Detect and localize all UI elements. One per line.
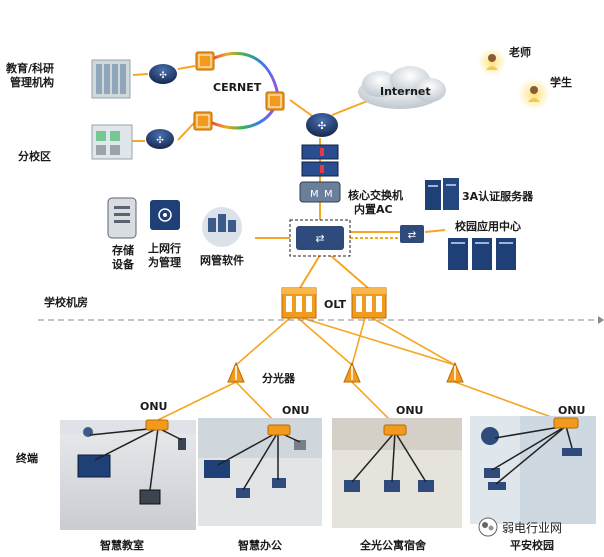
router-icon: ✣ <box>149 64 177 84</box>
onu-label-safe: ONU <box>558 404 586 417</box>
switch-icon: ⇄ <box>400 225 424 243</box>
school-room-label: 学校机房 <box>44 295 88 309</box>
watermark-text: 弱电行业网 <box>502 521 562 535</box>
splitter-label: 分光器 <box>262 371 296 385</box>
ac-controller-icon: M M <box>299 181 341 203</box>
branch-campus-building-icon <box>91 124 133 160</box>
storage-icon <box>107 197 137 239</box>
safe-campus-room <box>470 416 596 524</box>
nms-software-icon <box>202 207 242 247</box>
cernet-node-icon <box>193 111 213 131</box>
edu-admin-building-icon <box>91 59 131 99</box>
dorm-label: 全光公寓宿舍 <box>359 538 427 552</box>
core-switch-label: 核心交换机 内置AC <box>348 188 407 216</box>
aaa-server-icon <box>425 178 459 210</box>
storage-label: 存储 设备 <box>112 243 138 271</box>
student-icon <box>518 78 550 110</box>
app-server-rack-icon <box>448 238 516 270</box>
behavior-mgmt-label: 上网行 为管理 <box>148 241 185 269</box>
svg-text:✣: ✣ <box>159 71 167 81</box>
aaa-server-label: 3A认证服务器 <box>462 189 534 203</box>
onu-label-classroom: ONU <box>140 400 168 413</box>
svg-text:✣: ✣ <box>156 136 164 146</box>
svg-text:⇄: ⇄ <box>315 232 324 245</box>
router-icon: ✣ <box>146 129 174 149</box>
onu-label-dorm: ONU <box>396 404 424 417</box>
student-label: 学生 <box>550 75 572 89</box>
dorm-room <box>332 418 462 528</box>
internet-cloud-icon <box>358 66 446 109</box>
olt-icon <box>351 287 387 319</box>
terminal-label: 终端 <box>16 451 38 465</box>
svg-text:⇄: ⇄ <box>408 230 416 241</box>
smart-classroom-room <box>60 420 196 530</box>
svg-text:M: M <box>310 189 319 200</box>
smart-office-label: 智慧办公 <box>238 538 282 552</box>
watermark-logo-icon <box>478 517 498 537</box>
onu-device-icon <box>267 424 291 436</box>
splitter-icon <box>343 361 361 383</box>
smart-classroom-label: 智慧教室 <box>100 538 144 552</box>
edu-admin-label: 教育/科研 管理机构 <box>5 61 58 89</box>
branch-campus-label: 分校区 <box>18 149 51 163</box>
campus-app-center-label: 校园应用中心 <box>455 219 521 233</box>
olt-icon <box>281 287 317 319</box>
onu-label-office: ONU <box>282 404 310 417</box>
internet-label: Internet <box>380 85 431 98</box>
olt-label: OLT <box>324 298 347 311</box>
teacher-icon <box>478 48 506 76</box>
onu-device-icon <box>145 419 169 431</box>
svg-text:✣: ✣ <box>318 121 326 132</box>
safe-campus-label: 平安校园 <box>510 538 554 552</box>
core-switch-icon: ⇄ <box>289 219 351 257</box>
gateway-router-icon: ✣ <box>306 113 338 137</box>
cernet-label: CERNET <box>213 81 262 94</box>
splitter-icon <box>227 361 245 383</box>
onu-device-icon <box>553 417 579 429</box>
behavior-management-icon <box>150 200 180 230</box>
onu-device-icon <box>383 424 407 436</box>
links <box>38 51 604 426</box>
firewall-icon <box>301 144 339 177</box>
nms-software-label: 网管软件 <box>200 253 244 267</box>
teacher-label: 老师 <box>508 45 531 59</box>
svg-text:M: M <box>324 189 333 200</box>
splitter-icon <box>446 361 464 383</box>
cernet-node-icon <box>195 51 215 71</box>
smart-office-room <box>198 418 322 526</box>
cernet-node-icon <box>265 91 285 111</box>
